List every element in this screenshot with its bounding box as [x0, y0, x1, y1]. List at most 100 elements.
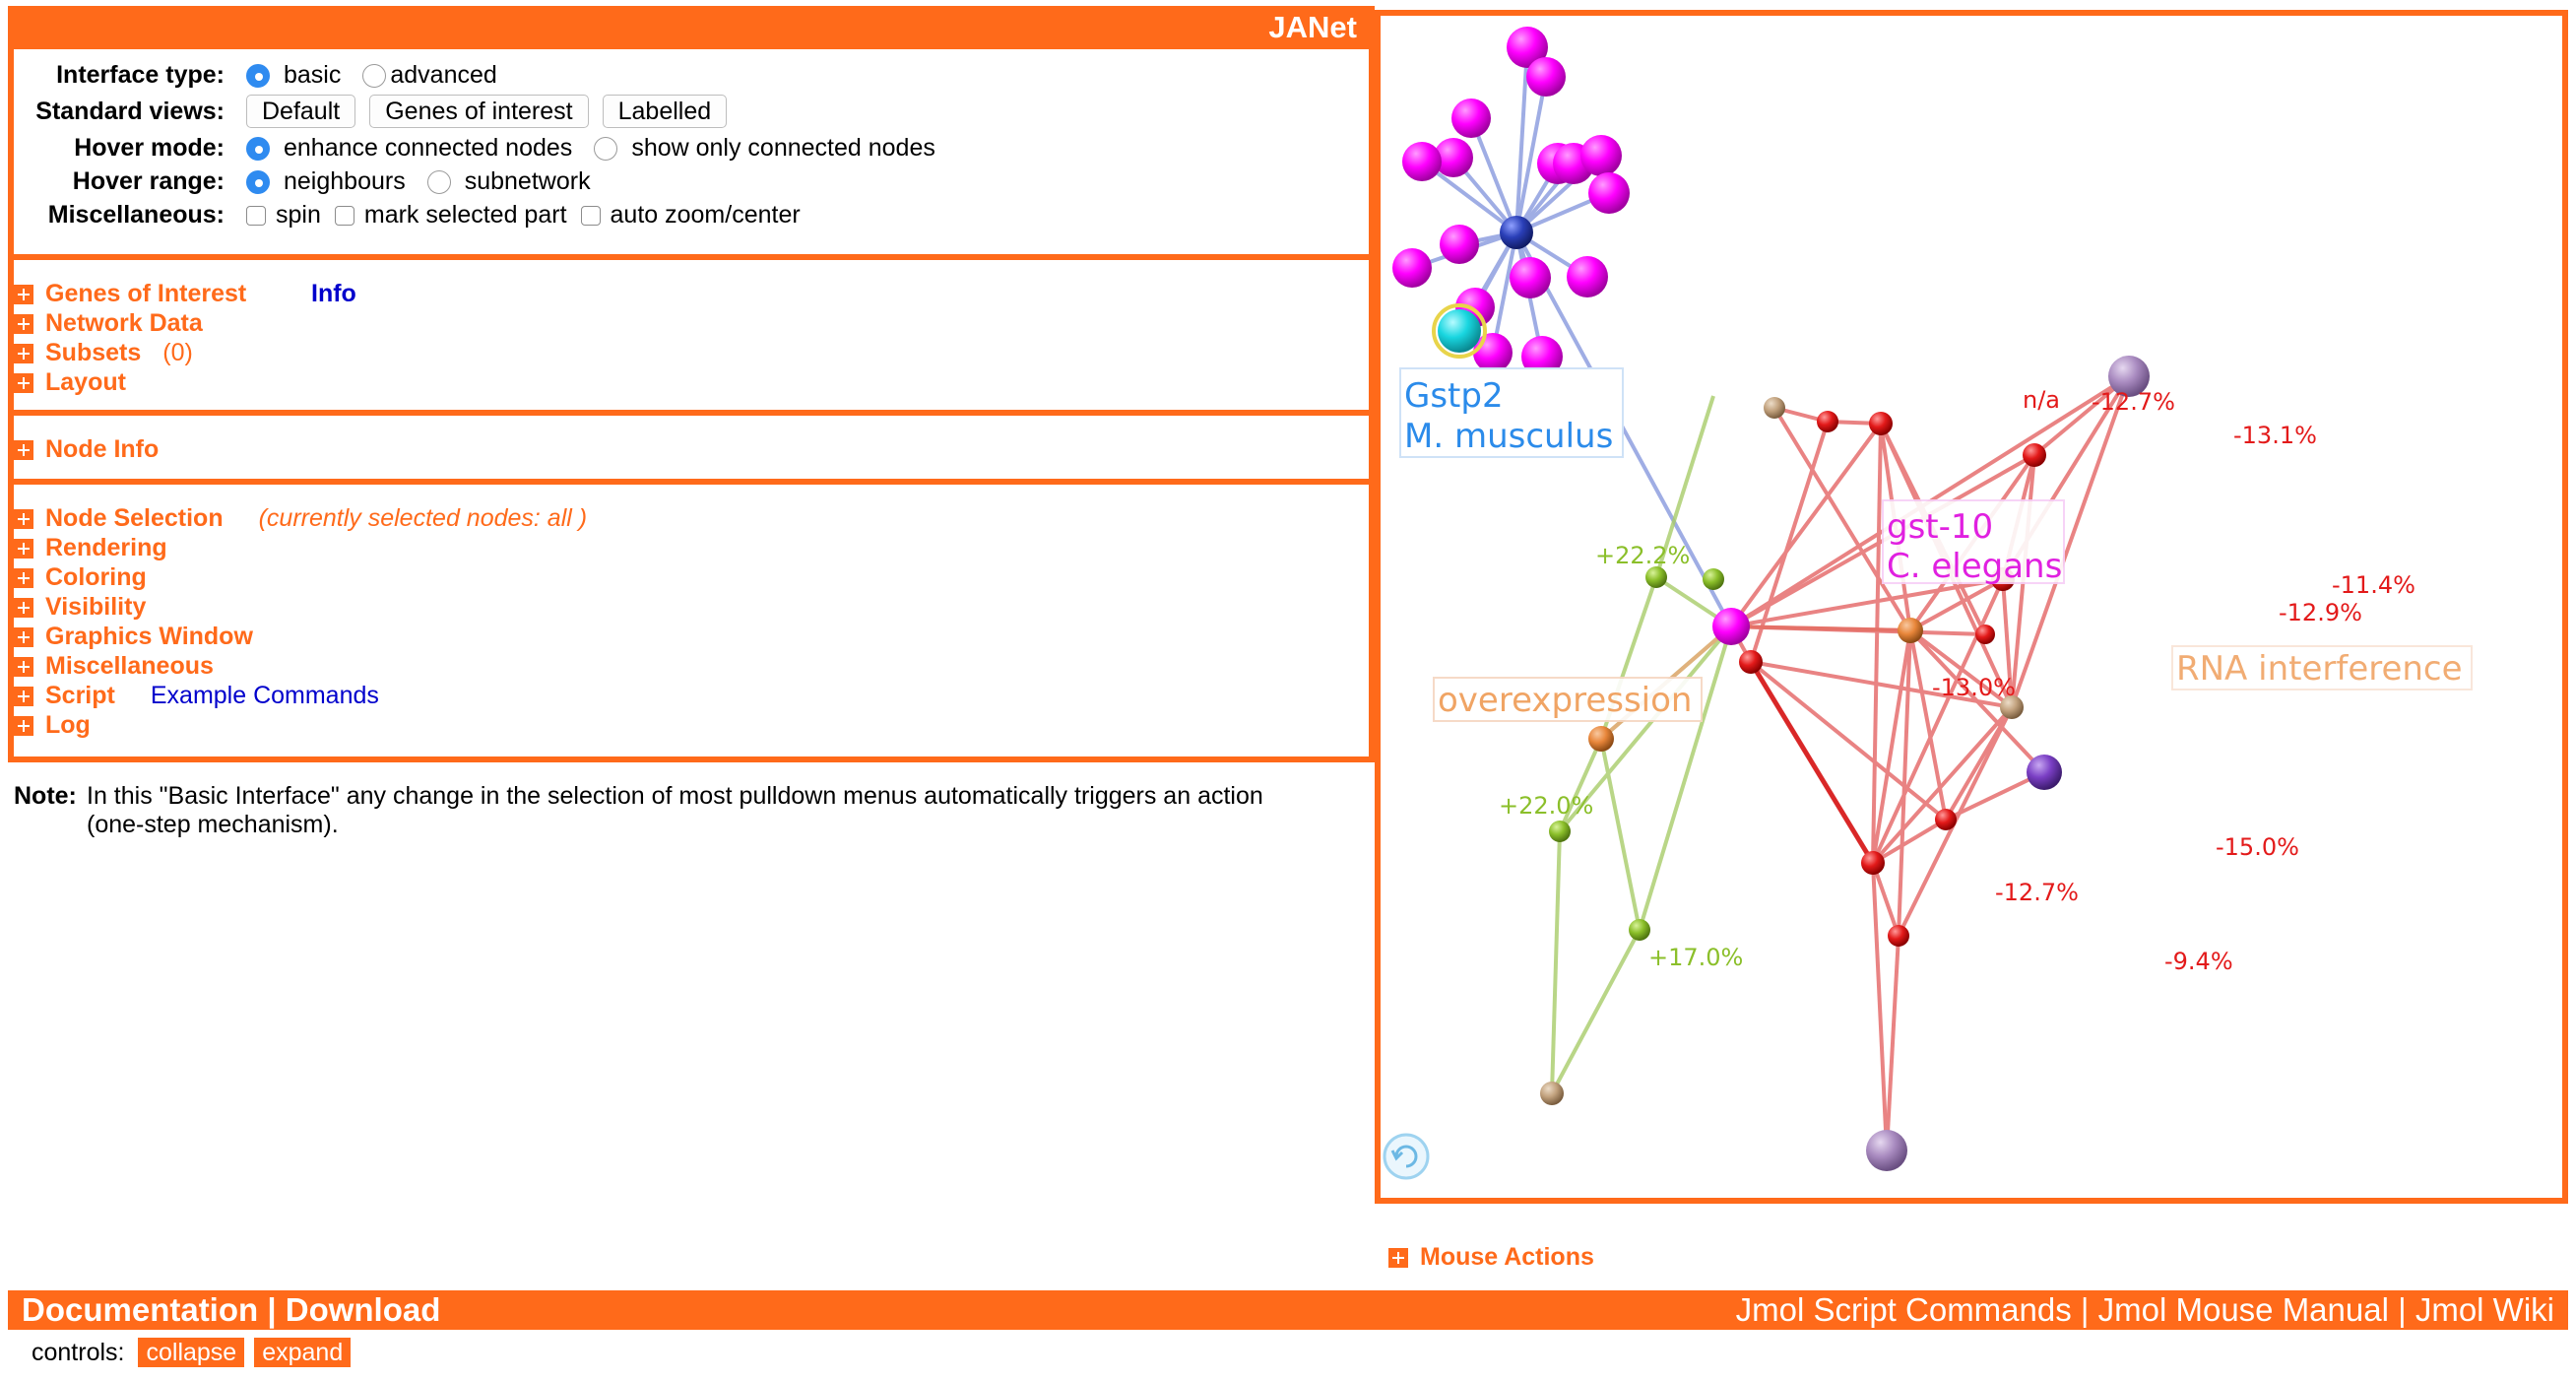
- expand-layout-icon[interactable]: [14, 372, 33, 393]
- data-section: Genes of Interest Info Network Data Subs…: [8, 260, 1375, 416]
- note-text-2: (one-step mechanism).: [87, 811, 339, 838]
- interface-advanced-radio[interactable]: [362, 63, 387, 88]
- range-neighbours-radio[interactable]: [246, 169, 270, 194]
- mark-selected-label: mark selected part: [363, 201, 567, 229]
- mouse-actions-toggle[interactable]: Mouse Actions: [1388, 1243, 1594, 1272]
- rendering-link[interactable]: Rendering: [45, 534, 167, 561]
- controls-row: controls: collapse expand: [32, 1338, 352, 1367]
- jmol-links[interactable]: Jmol Script Commands | Jmol Mouse Manual…: [1735, 1291, 2554, 1328]
- pct-label-na: n/a: [2023, 386, 2060, 414]
- mouse-actions-label[interactable]: Mouse Actions: [1420, 1243, 1594, 1271]
- expand-rendering-icon[interactable]: [14, 538, 33, 559]
- node-info-link[interactable]: Node Info: [45, 435, 160, 463]
- pct-label-22-0: +22.0%: [1499, 792, 1593, 820]
- pct-label-17-0: +17.0%: [1648, 944, 1743, 971]
- gst10-label-box: [1882, 499, 2065, 584]
- expand-button[interactable]: expand: [254, 1338, 352, 1367]
- app-title: JANet: [8, 6, 1375, 49]
- spin-label: spin: [276, 201, 321, 229]
- range-subnetwork-label: subnetwork: [464, 167, 591, 195]
- worm-network-nodes[interactable]: [1540, 356, 2150, 1171]
- footer-bar: Documentation | Download Jmol Script Com…: [8, 1290, 2568, 1330]
- info-link[interactable]: Info: [311, 280, 356, 307]
- gstp2-label-box: [1399, 367, 1624, 458]
- hover-show-only-label: show only connected nodes: [631, 134, 935, 162]
- genes-of-interest-view-button[interactable]: Genes of interest: [369, 95, 589, 128]
- expand-graphics-window-icon[interactable]: [14, 626, 33, 647]
- expand-node-selection-icon[interactable]: [14, 508, 33, 529]
- hover-enhance-radio[interactable]: [246, 136, 270, 161]
- log-link[interactable]: Log: [45, 711, 91, 739]
- expand-visibility-icon[interactable]: [14, 597, 33, 618]
- expand-mouse-actions-icon[interactable]: [1388, 1247, 1408, 1268]
- percent-labels: n/a -12.7% -13.1% +22.2% -11.4% -12.9% -…: [1499, 386, 2415, 975]
- pct-label-15-0: -15.0%: [2216, 833, 2299, 861]
- mmusculus-label: M. musculus: [1404, 417, 1613, 456]
- pct-label-9-4: -9.4%: [2164, 948, 2233, 975]
- default-view-button[interactable]: Default: [246, 95, 356, 128]
- hover-enhance-label: enhance connected nodes: [284, 134, 573, 162]
- node-selection-link[interactable]: Node Selection: [45, 504, 224, 532]
- expand-subsets-icon[interactable]: [14, 343, 33, 363]
- range-subnetwork-radio[interactable]: [426, 169, 451, 194]
- expand-miscellaneous-icon[interactable]: [14, 656, 33, 677]
- rnai-label-box: [2171, 645, 2473, 690]
- spin-checkbox[interactable]: [246, 205, 266, 226]
- expand-network-icon[interactable]: [14, 313, 33, 334]
- graphics-window-link[interactable]: Graphics Window: [45, 623, 253, 650]
- pct-label-12-9: -12.9%: [2279, 599, 2362, 626]
- network-graph[interactable]: Gstp2 M. musculus gst-10 C. elegans over…: [1381, 16, 2562, 1198]
- celegans-label: C. elegans: [1887, 547, 2062, 586]
- layout-link[interactable]: Layout: [45, 368, 126, 396]
- expand-coloring-icon[interactable]: [14, 567, 33, 588]
- hover-show-only-radio[interactable]: [594, 136, 618, 161]
- expand-log-icon[interactable]: [14, 715, 33, 736]
- misc-label: Miscellaneous:: [47, 201, 225, 229]
- pct-label-12-7-top: -12.7%: [2092, 388, 2175, 416]
- node-selection-note: (currently selected nodes: all ): [258, 504, 588, 532]
- hover-mode-label: Hover mode:: [74, 134, 225, 162]
- coloring-link[interactable]: Coloring: [45, 563, 147, 591]
- overexpression-label: overexpression: [1438, 681, 1692, 720]
- reset-view-icon[interactable]: [1383, 1133, 1430, 1180]
- gstp2-label: Gstp2: [1404, 376, 1504, 416]
- pct-label-22-2: +22.2%: [1595, 542, 1690, 569]
- example-commands-link[interactable]: Example Commands: [150, 682, 379, 709]
- expand-script-icon[interactable]: [14, 686, 33, 706]
- gst10-label: gst-10: [1887, 507, 1993, 547]
- mark-selected-checkbox[interactable]: [334, 205, 354, 226]
- overexpression-label-box: [1433, 677, 1703, 722]
- interface-advanced-label: advanced: [390, 61, 497, 89]
- range-neighbours-label: neighbours: [284, 167, 406, 195]
- note-label: Note:: [14, 782, 77, 810]
- auto-zoom-label: auto zoom/center: [610, 201, 801, 229]
- network-data-link[interactable]: Network Data: [45, 309, 203, 337]
- interface-section: Interface type: basic advanced Standard …: [8, 49, 1375, 260]
- documentation-download-links[interactable]: Documentation | Download: [22, 1291, 441, 1328]
- script-link[interactable]: Script: [45, 682, 115, 709]
- green-edges: [1550, 395, 1733, 1094]
- controls-label: controls:: [32, 1338, 125, 1366]
- collapse-button[interactable]: collapse: [138, 1338, 245, 1367]
- interface-basic-radio[interactable]: [246, 63, 270, 88]
- hover-range-label: Hover range:: [72, 167, 225, 195]
- expand-genes-icon[interactable]: [14, 284, 33, 304]
- pct-label-13-0: -13.0%: [1932, 674, 2016, 701]
- expand-node-info-icon[interactable]: [14, 439, 33, 460]
- subsets-link[interactable]: Subsets: [45, 339, 142, 366]
- control-panel: JANet Interface type: basic advanced Sta…: [8, 6, 1375, 1200]
- note-text: In this "Basic Interface" any change in …: [87, 782, 1263, 810]
- genes-of-interest-link[interactable]: Genes of Interest: [45, 280, 247, 307]
- mouse-cluster-nodes[interactable]: [1392, 27, 1630, 377]
- auto-zoom-checkbox[interactable]: [580, 205, 601, 226]
- pct-label-13-1: -13.1%: [2233, 422, 2317, 449]
- visibility-link[interactable]: Visibility: [45, 593, 147, 621]
- labelled-view-button[interactable]: Labelled: [602, 95, 728, 128]
- standard-views-label: Standard views:: [35, 97, 225, 125]
- graphics-window[interactable]: Gstp2 M. musculus gst-10 C. elegans over…: [1375, 10, 2568, 1204]
- interface-basic-label: basic: [284, 61, 342, 89]
- miscellaneous-link[interactable]: Miscellaneous: [45, 652, 214, 680]
- subsets-count: (0): [162, 339, 193, 366]
- interface-type-label: Interface type:: [56, 61, 225, 89]
- pct-label-11-4: -11.4%: [2332, 571, 2415, 599]
